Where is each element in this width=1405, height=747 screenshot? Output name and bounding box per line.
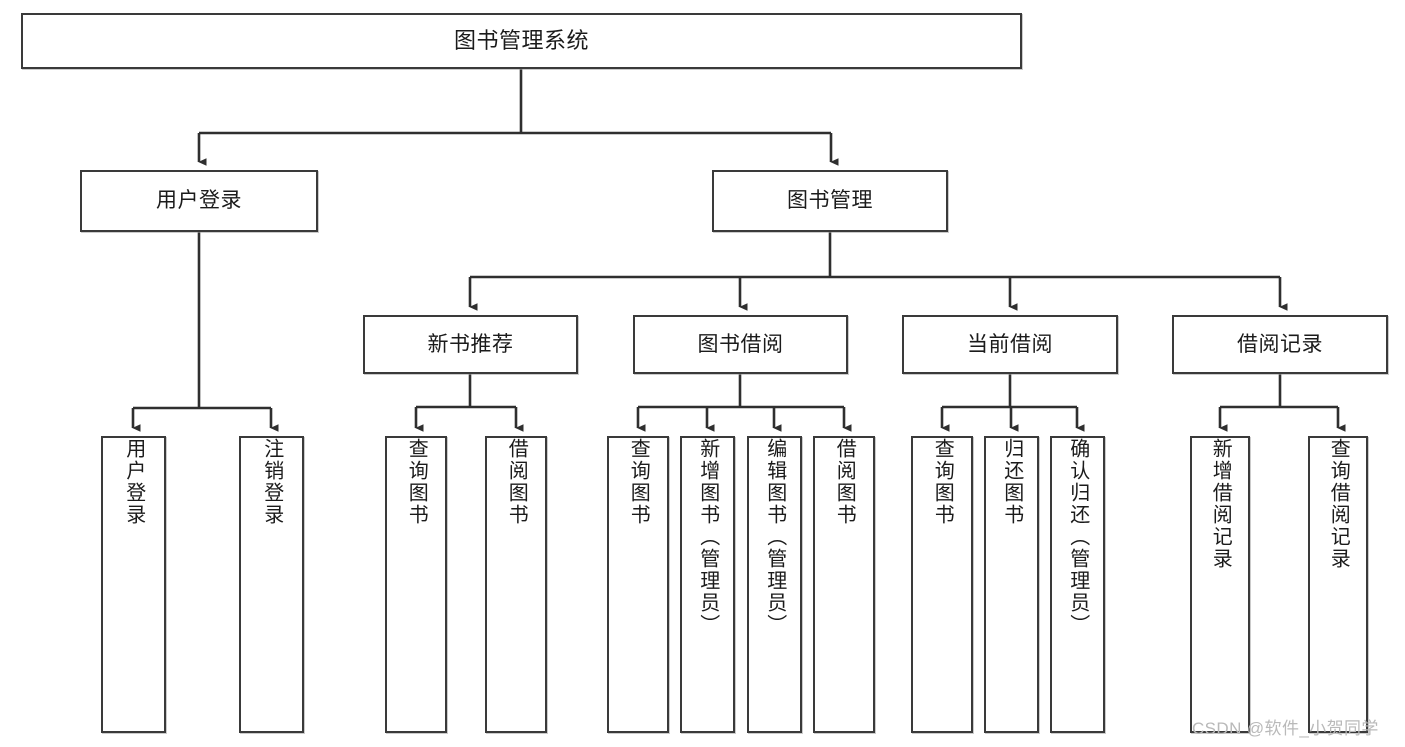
- leaf-borrow-book-recommend[interactable]: 借阅图书: [485, 436, 547, 733]
- leaf-user-login-label: 用户登录: [122, 438, 145, 526]
- node-root-label: 图书管理系统: [453, 27, 589, 53]
- leaf-query-book-recommend-label: 查询图书: [405, 438, 428, 526]
- leaf-query-borrow-record-label: 查询借阅记录: [1327, 438, 1350, 570]
- leaf-query-book-current[interactable]: 查询图书: [911, 436, 973, 733]
- leaf-query-book-borrow[interactable]: 查询图书: [607, 436, 669, 733]
- leaf-return-book-label: 归还图书: [1000, 438, 1023, 526]
- node-current-borrow[interactable]: 当前借阅: [902, 315, 1118, 374]
- leaf-confirm-return-admin-label: 确认归还（管理员）: [1066, 438, 1089, 636]
- leaf-logout-login[interactable]: 注销登录: [239, 436, 304, 733]
- node-borrow-records[interactable]: 借阅记录: [1172, 315, 1388, 374]
- leaf-confirm-return-admin[interactable]: 确认归还（管理员）: [1050, 436, 1105, 733]
- leaf-borrow-book-label: 借阅图书: [833, 438, 856, 526]
- leaf-add-book-admin[interactable]: 新增图书（管理员）: [680, 436, 735, 733]
- leaf-logout-login-label: 注销登录: [260, 438, 283, 526]
- node-root[interactable]: 图书管理系统: [21, 13, 1022, 69]
- leaf-query-book-borrow-label: 查询图书: [627, 438, 650, 526]
- csdn-watermark: CSDN @软件_小贺同学: [1192, 719, 1379, 738]
- node-user-login[interactable]: 用户登录: [80, 170, 318, 232]
- leaf-user-login[interactable]: 用户登录: [101, 436, 166, 733]
- node-book-management[interactable]: 图书管理: [712, 170, 948, 232]
- leaf-add-borrow-record[interactable]: 新增借阅记录: [1190, 436, 1250, 733]
- node-current-borrow-label: 当前借阅: [967, 332, 1053, 356]
- node-new-book-recommend[interactable]: 新书推荐: [363, 315, 578, 374]
- leaf-add-book-admin-label: 新增图书（管理员）: [696, 438, 719, 636]
- leaf-edit-book-admin-label: 编辑图书（管理员）: [763, 438, 786, 636]
- node-borrow-records-label: 借阅记录: [1237, 332, 1323, 356]
- node-book-borrow-label: 图书借阅: [697, 332, 784, 356]
- leaf-query-book-current-label: 查询图书: [931, 438, 954, 526]
- leaf-add-borrow-record-label: 新增借阅记录: [1209, 438, 1232, 570]
- node-user-login-label: 用户登录: [156, 189, 242, 213]
- leaf-return-book[interactable]: 归还图书: [984, 436, 1039, 733]
- leaf-query-borrow-record[interactable]: 查询借阅记录: [1308, 436, 1368, 733]
- leaf-borrow-book[interactable]: 借阅图书: [813, 436, 875, 733]
- node-book-management-label: 图书管理: [787, 189, 873, 213]
- leaf-query-book-recommend[interactable]: 查询图书: [385, 436, 447, 733]
- leaf-borrow-book-recommend-label: 借阅图书: [505, 438, 528, 526]
- node-new-book-recommend-label: 新书推荐: [427, 332, 514, 356]
- leaf-edit-book-admin[interactable]: 编辑图书（管理员）: [747, 436, 802, 733]
- node-book-borrow[interactable]: 图书借阅: [633, 315, 848, 374]
